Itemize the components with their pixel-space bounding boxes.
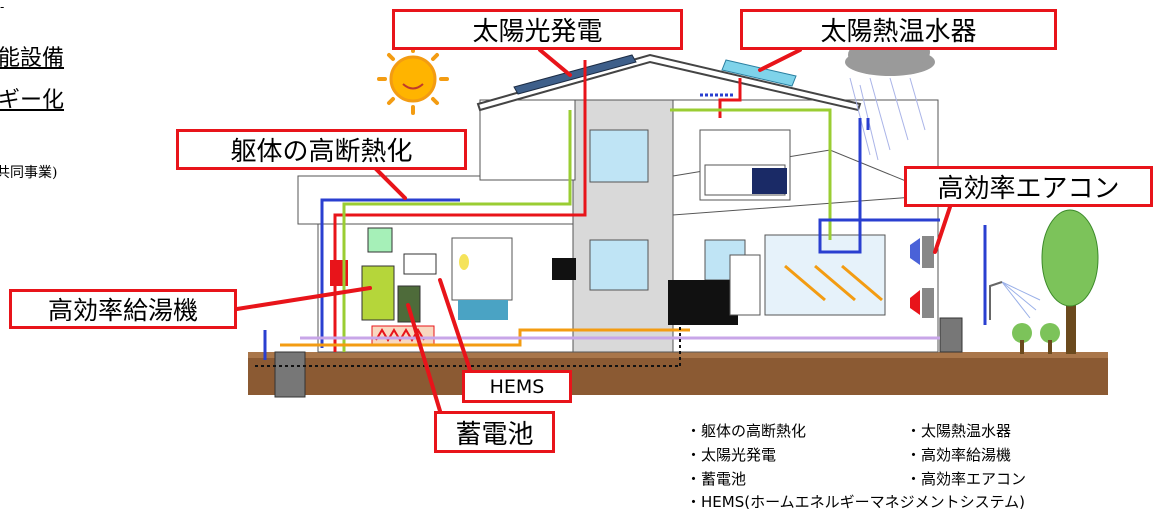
left-note: 共同事業) [0, 165, 58, 181]
legend-item: ・太陽光発電 [686, 446, 777, 464]
thermal-collector [721, 59, 797, 87]
solar-panel [513, 54, 637, 95]
callout-solar: 太陽光発電 [392, 9, 683, 50]
callout-battery: 蓄電池 [434, 411, 555, 453]
callout-solar-thermal: 太陽熱温水器 [740, 9, 1057, 50]
left-heading-1: 能設備 [0, 46, 65, 71]
legend-item: ・高効率給湯機 [906, 446, 1012, 464]
decorative-mark: - [0, 0, 5, 14]
legend-item: ・躯体の高断熱化 [686, 422, 807, 440]
sun-icon [377, 43, 449, 115]
callout-insulation: 躯体の高断熱化 [176, 129, 467, 170]
callout-aircon: 高効率エアコン [904, 166, 1153, 207]
callout-water-heater: 高効率給湯機 [9, 289, 237, 329]
ground [248, 352, 1108, 395]
left-heading-2: ギー化 [0, 88, 65, 113]
water-heater-unit [361, 265, 395, 321]
tree-icon [1012, 209, 1099, 354]
legend-item-hems: ・HEMS(ホームエネルギーマネジメントシステム) [686, 493, 1026, 511]
legend-item: ・高効率エアコン [906, 470, 1027, 488]
callout-hems: HEMS [462, 370, 572, 403]
legend-item: ・蓄電池 [686, 470, 747, 488]
legend-item: ・太陽熱温水器 [906, 422, 1012, 440]
